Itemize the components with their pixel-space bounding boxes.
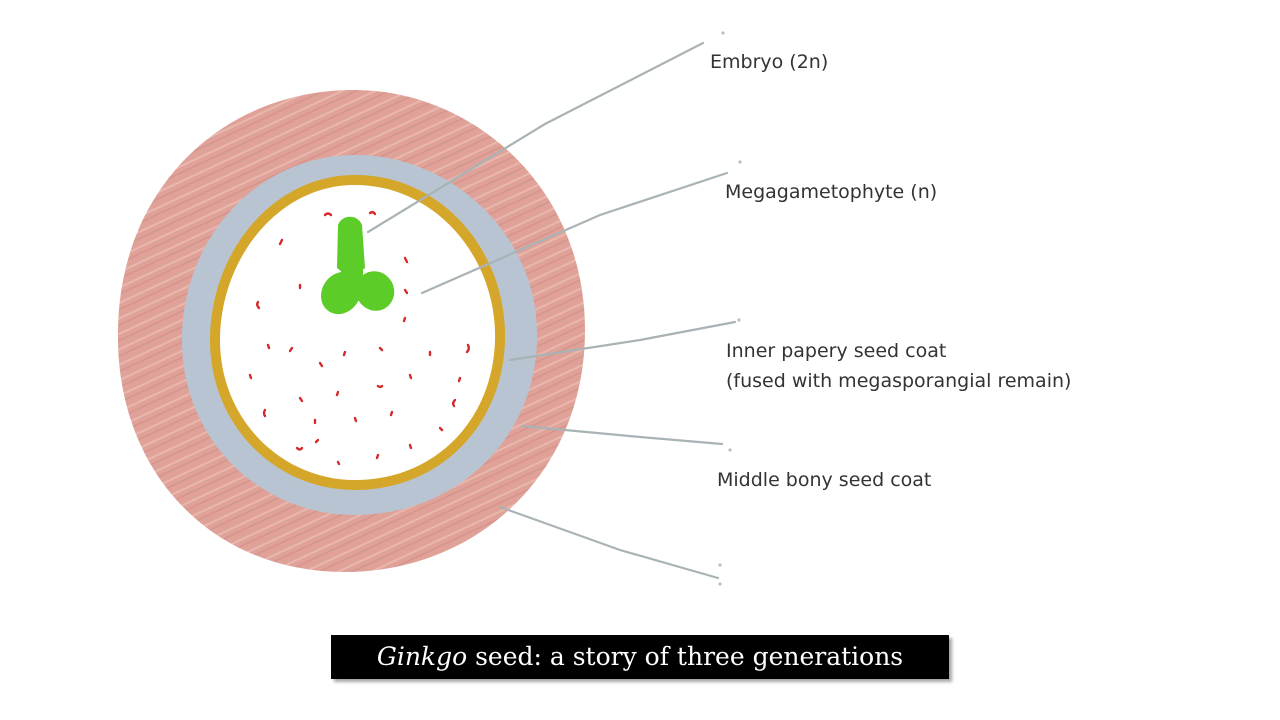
leader-lines bbox=[366, 41, 737, 580]
caption-genus: Ginkgo bbox=[376, 642, 468, 671]
label-middle-bony-seed-coat: Middle bony seed coat bbox=[717, 469, 932, 491]
label-embryo: Embryo (2n) bbox=[710, 51, 829, 73]
megagametophyte-tissue bbox=[220, 184, 496, 481]
label-inner-papery-seed-coat-note: (fused with megasporangial remain) bbox=[726, 370, 1072, 392]
leader-line-outer-coat bbox=[498, 505, 720, 580]
leader-line-embryo bbox=[366, 41, 705, 234]
caption-bar: Ginkgo seed: a story of three generation… bbox=[331, 635, 949, 679]
leader-line-megagametophyte bbox=[420, 171, 729, 295]
leader-line-inner-coat bbox=[508, 320, 737, 362]
leader-line-middle-coat bbox=[520, 424, 724, 446]
leader-line-end-marks bbox=[718, 31, 742, 586]
embryo-shape bbox=[320, 216, 395, 315]
label-megagametophyte: Megagametophyte (n) bbox=[725, 181, 938, 203]
caption-text: Ginkgo seed: a story of three generation… bbox=[377, 642, 903, 671]
megagametophyte-specks bbox=[248, 211, 470, 466]
caption-rest: seed: a story of three generations bbox=[467, 642, 904, 671]
label-inner-papery-seed-coat: Inner papery seed coat bbox=[726, 340, 947, 362]
